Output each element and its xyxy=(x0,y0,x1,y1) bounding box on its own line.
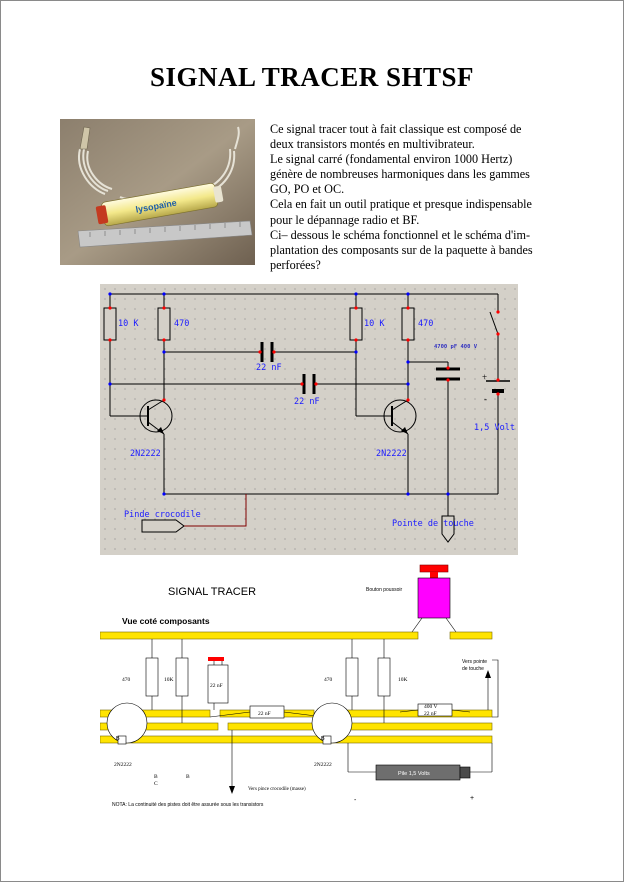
schem-c3-label: 4700 pF 400 V xyxy=(434,344,478,350)
schem-c1-label: 22 nF xyxy=(256,363,282,373)
probe-arrow-label-1: Vers pointe xyxy=(462,659,487,665)
layout-pin-c: C xyxy=(154,781,158,787)
battery-plus: + xyxy=(470,795,474,802)
track-2b xyxy=(227,722,493,731)
clip-arrow-label: Vers pince crocodile (masse) xyxy=(248,787,306,792)
layout-pin-b: B xyxy=(154,774,158,780)
track-top-left xyxy=(100,631,419,640)
battery-label: Pile 1,5 Volts xyxy=(398,771,430,777)
layout-view-label: Vue coté composants xyxy=(122,616,210,626)
probe-arrow-label-2: de touche xyxy=(462,666,484,672)
track-1a xyxy=(100,709,211,718)
intro-line: Ce signal tracer tout à fait classique e… xyxy=(270,122,522,136)
battery-minus: - xyxy=(354,797,357,804)
track-top-right xyxy=(449,631,493,640)
intro-line: Cela en fait un outil pratique et presqu… xyxy=(270,197,532,212)
t1-pin-b: B xyxy=(116,736,120,742)
schematic-diagram: + - 10 K xyxy=(100,284,518,555)
layout-r2-label: 10K xyxy=(164,677,174,683)
schem-t2-label: 2N2222 xyxy=(376,449,407,459)
intro-line: Ci– dessous le schéma fonctionnel et le … xyxy=(270,227,531,242)
layout-r3-label: 470 xyxy=(324,677,333,683)
intro-line: GO, PO et OC. xyxy=(270,182,345,197)
track-2a xyxy=(100,722,219,731)
intro-line: Le signal carré (fondamental environ 100… xyxy=(270,152,513,167)
layout-c2-label: 22 nF xyxy=(258,711,271,717)
push-button-body xyxy=(417,577,451,619)
intro-text: Ce signal tracer tout à fait classique e… xyxy=(270,122,550,273)
schem-probe-label: Pointe de touche xyxy=(392,519,474,529)
intro-line: génère de nombreuses harmoniques dans le… xyxy=(270,167,530,182)
battery-terminal xyxy=(459,766,471,779)
schem-r1-label: 10 K xyxy=(118,319,139,329)
schem-c2-label: 22 nF xyxy=(294,397,320,407)
layout-t2-label: 2N2222 xyxy=(314,762,332,768)
layout-diagram: SIGNAL TRACER Vue coté composants Bouton… xyxy=(100,560,520,815)
schem-t1-label: 2N2222 xyxy=(130,449,161,459)
layout-c1-label: 22 nF xyxy=(210,683,223,689)
layout-title: SIGNAL TRACER xyxy=(168,586,256,598)
layout-c3-label: 400 V xyxy=(424,704,438,710)
layout-r1-label: 470 xyxy=(122,677,131,683)
track-3 xyxy=(100,735,493,744)
push-button-label: Bouton poussoir xyxy=(366,587,402,593)
layout-r4-label: 10K xyxy=(398,677,408,683)
intro-line: deux transistors montés en multivibrateu… xyxy=(270,137,475,152)
layout-pin-b2: B xyxy=(186,774,190,780)
push-button-cap xyxy=(419,564,449,573)
svg-text:+: + xyxy=(482,372,487,382)
schem-r4-label: 470 xyxy=(418,319,433,329)
schem-clip-label: Pinde crocodile xyxy=(124,510,201,520)
layout-t1-label: 2N2222 xyxy=(114,762,132,768)
schem-r3-label: 10 K xyxy=(364,319,385,329)
schem-r2-label: 470 xyxy=(174,319,189,329)
schem-battery-label: 1,5 Volt xyxy=(474,423,515,433)
page-title: SIGNAL TRACER SHTSF xyxy=(149,62,475,92)
layout-note: NOTA: La continuité des pistes doit être… xyxy=(112,802,264,808)
svg-text:-: - xyxy=(484,394,487,404)
device-photo: lysopaïne xyxy=(60,119,255,265)
intro-line: plantation des composants sur de la paqu… xyxy=(270,242,533,257)
push-button-stem xyxy=(430,572,438,578)
t2-pin-b: B xyxy=(321,736,325,742)
intro-line: perforées? xyxy=(270,257,321,272)
intro-line: pour le dépannage radio et BF. xyxy=(270,212,420,227)
layout-c3b-label: 22 nF xyxy=(424,711,437,717)
